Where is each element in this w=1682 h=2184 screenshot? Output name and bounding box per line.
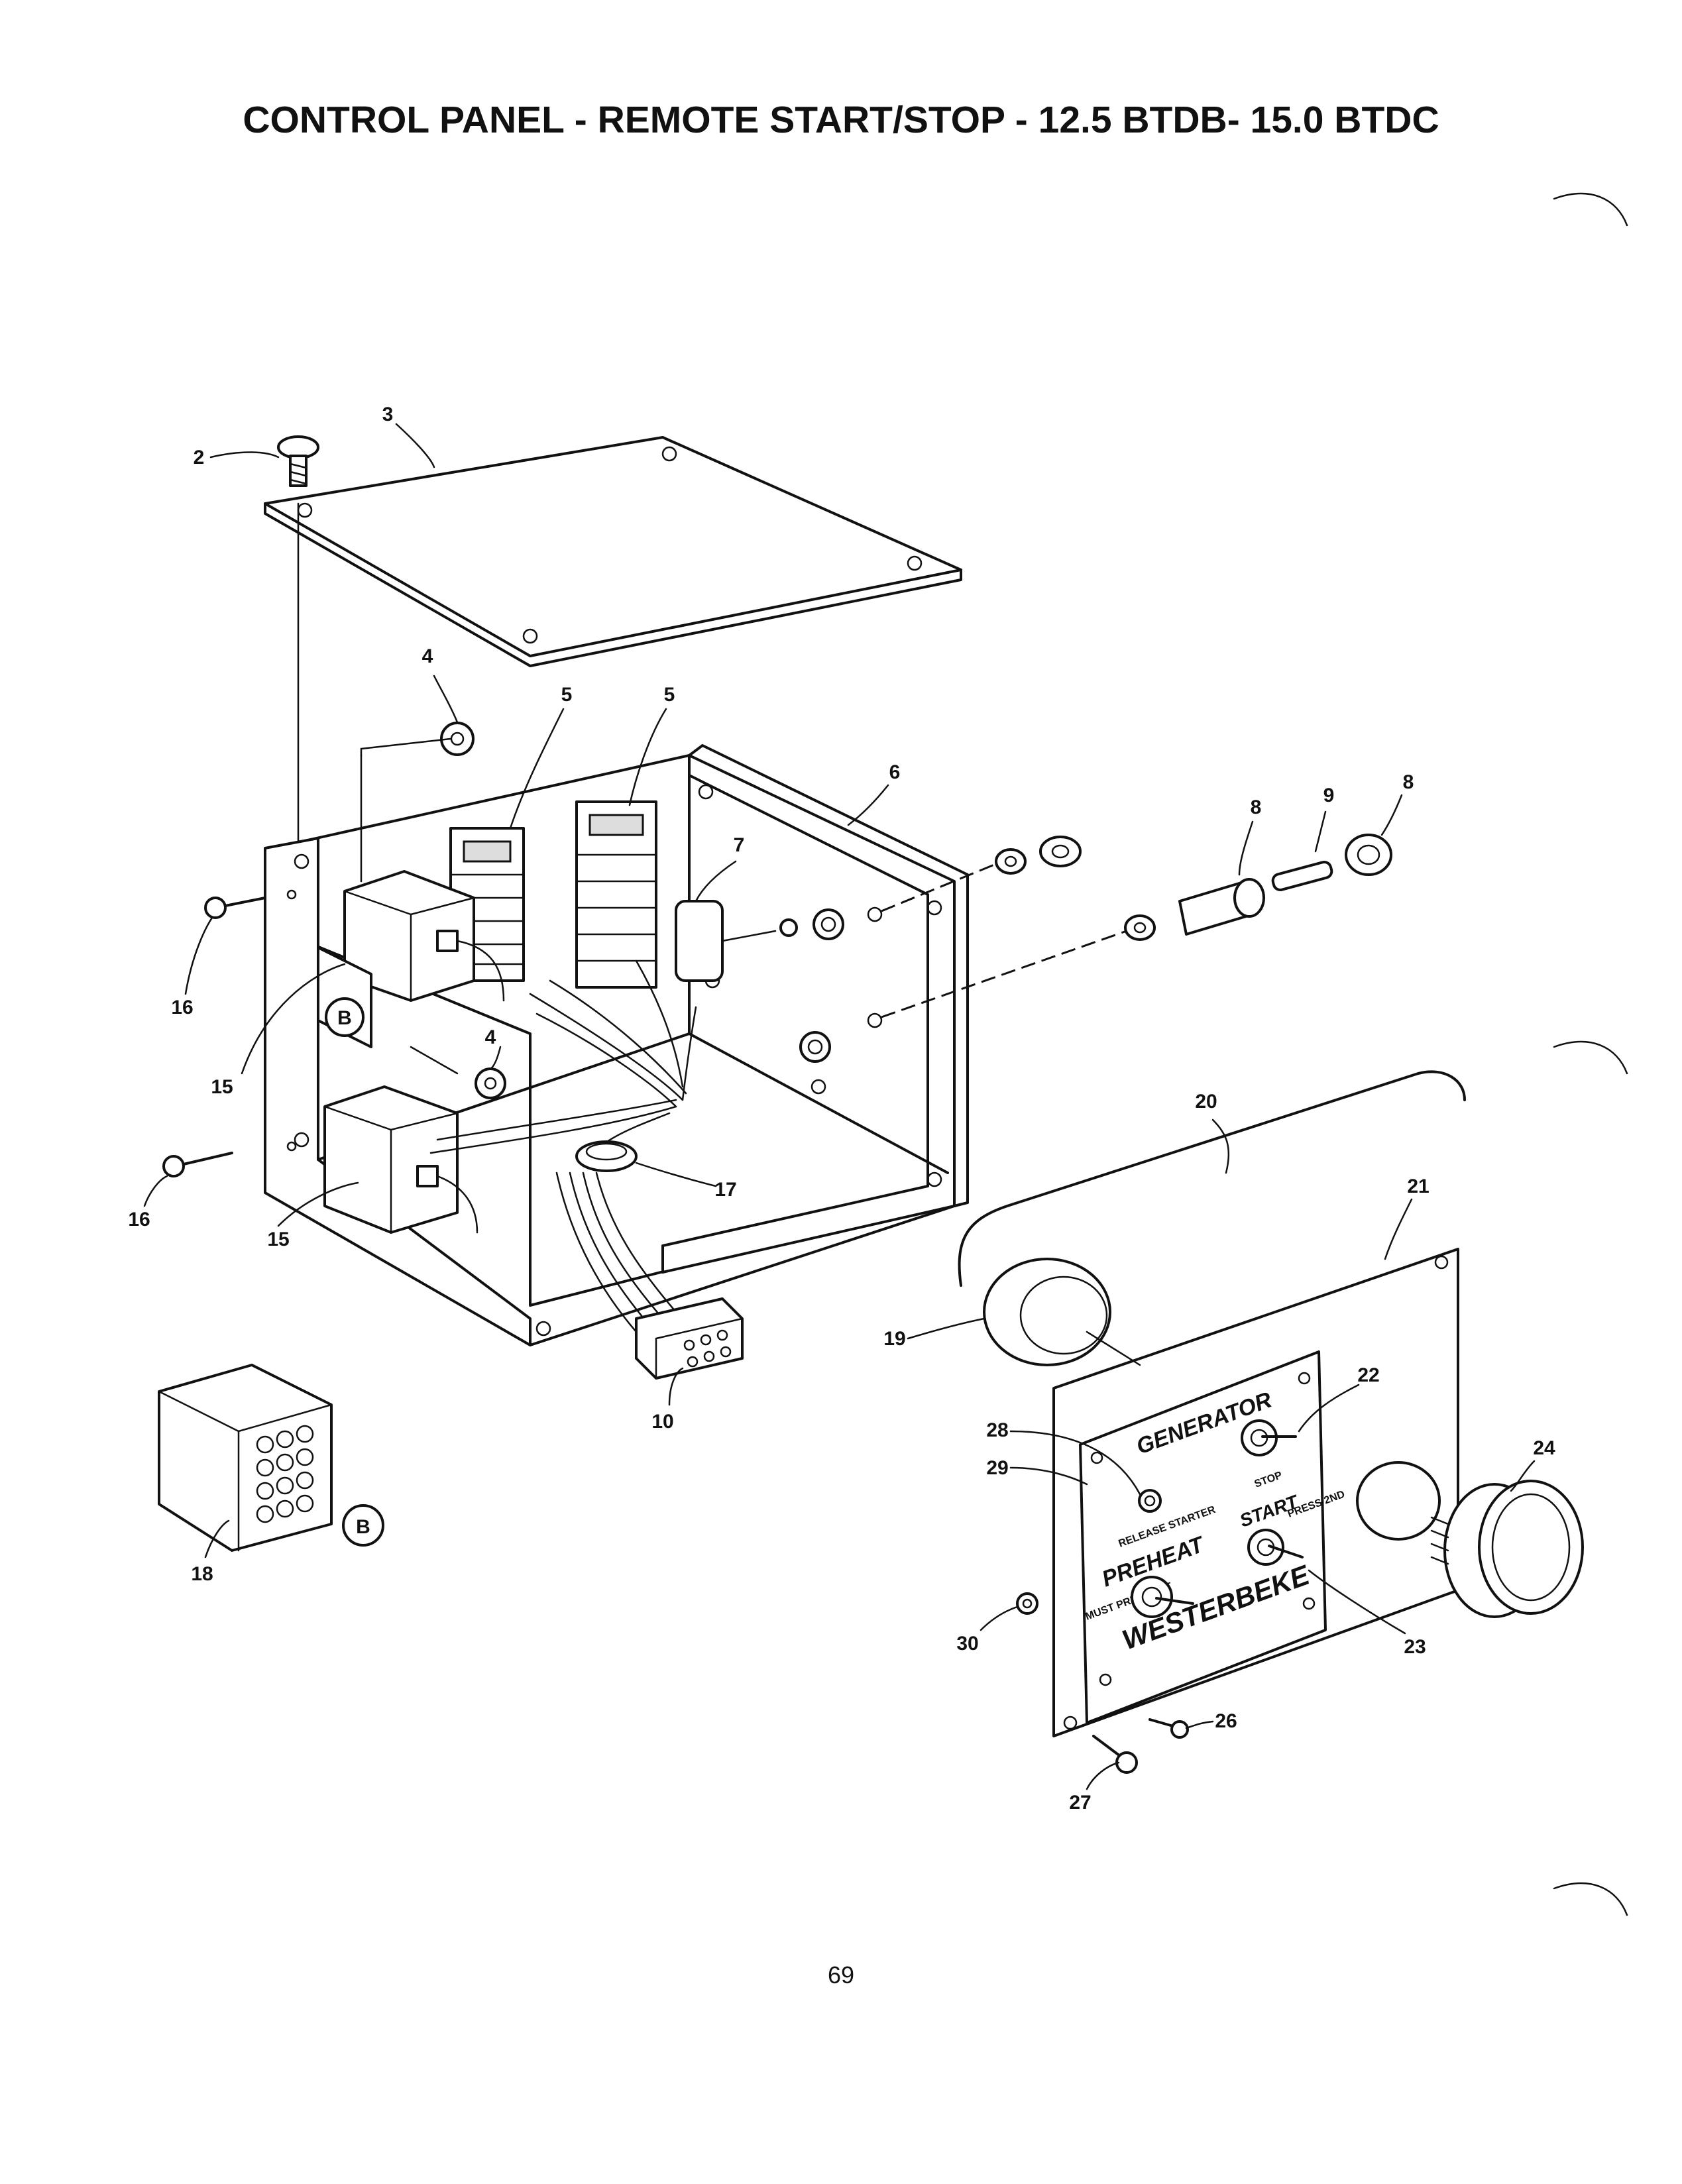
callout-19: 19 [883,1328,905,1350]
pushbutton-assembly [1124,834,1392,941]
callout-17: 17 [714,1179,736,1201]
assembly-bracket [958,1070,1466,1287]
callout-8-right: 8 [1403,771,1414,793]
callout-24: 24 [1533,1437,1555,1459]
callout-7: 7 [734,834,745,856]
callout-5-left: 5 [561,684,573,706]
callout-27: 27 [1069,1792,1091,1814]
panel-screw [1092,1735,1138,1774]
callout-6: 6 [889,761,901,783]
switch-assembly [675,900,883,982]
wire-harness [429,959,697,1333]
grommet [575,1140,638,1172]
panel-nut [1016,1592,1038,1615]
callout-20: 20 [1195,1091,1217,1113]
plate-screw [1149,1718,1189,1739]
callout-3: 3 [382,404,394,425]
callout-28: 28 [986,1419,1008,1441]
callout-21: 21 [1407,1175,1429,1197]
harness-receptacle [158,1364,333,1552]
stop-switch [1241,1419,1297,1456]
callout-23: 23 [1404,1636,1426,1658]
terminal-strip-right [575,800,657,989]
detail-b-label-box: B [337,1007,352,1029]
callout-2: 2 [194,447,205,468]
detail-b-marker-box: B [317,946,459,1075]
callout-9: 9 [1323,785,1335,806]
page-title: CONTROL PANEL - REMOTE START/STOP - 12.5… [243,99,1439,141]
callout-4-upper: 4 [422,645,433,667]
panel-cutout [1356,1461,1441,1541]
start-switch [1247,1529,1304,1566]
callout-22: 22 [1357,1364,1379,1386]
relay-lower [323,1085,478,1234]
alignment-line-lower [881,930,1127,1018]
detail-b-marker-receptacle: B [342,1504,384,1547]
callout-4-lower: 4 [485,1026,496,1048]
callout-26: 26 [1215,1710,1237,1732]
relay-screw-upper [204,889,297,919]
callout-16-upper: 16 [171,997,193,1018]
callout-15-lower: 15 [267,1228,289,1250]
relay-screw-lower [162,1141,297,1177]
leader-lines [143,423,1536,1790]
binding-marks [1553,193,1628,1916]
gauge-housing [1430,1480,1584,1618]
callout-15-upper: 15 [211,1076,233,1098]
cover-plate [264,436,962,667]
relay-upper [343,870,505,1002]
release-starter-light [1138,1489,1162,1513]
callout-16-lower: 16 [128,1209,150,1230]
detail-b-label-receptacle: B [356,1516,370,1538]
callout-5-right: 5 [664,684,675,706]
preheat-switch [1131,1576,1194,1618]
star-washer-lower [475,1067,506,1099]
harness-plug [635,1297,744,1380]
callout-10: 10 [651,1411,673,1433]
page-number: 69 [827,1961,855,1989]
cover-screw [277,435,319,863]
callout-30: 30 [956,1633,978,1655]
callout-numbers: 2 3 4 5 5 6 7 8 9 8 16 15 4 17 16 15 10 … [128,404,1555,1814]
callout-8-left: 8 [1251,796,1262,818]
callout-18: 18 [191,1563,213,1585]
switch-nut-lower [799,1012,883,1063]
washer-and-nut [995,836,1082,875]
bezel-ring [983,1258,1141,1366]
callout-29: 29 [986,1457,1008,1479]
